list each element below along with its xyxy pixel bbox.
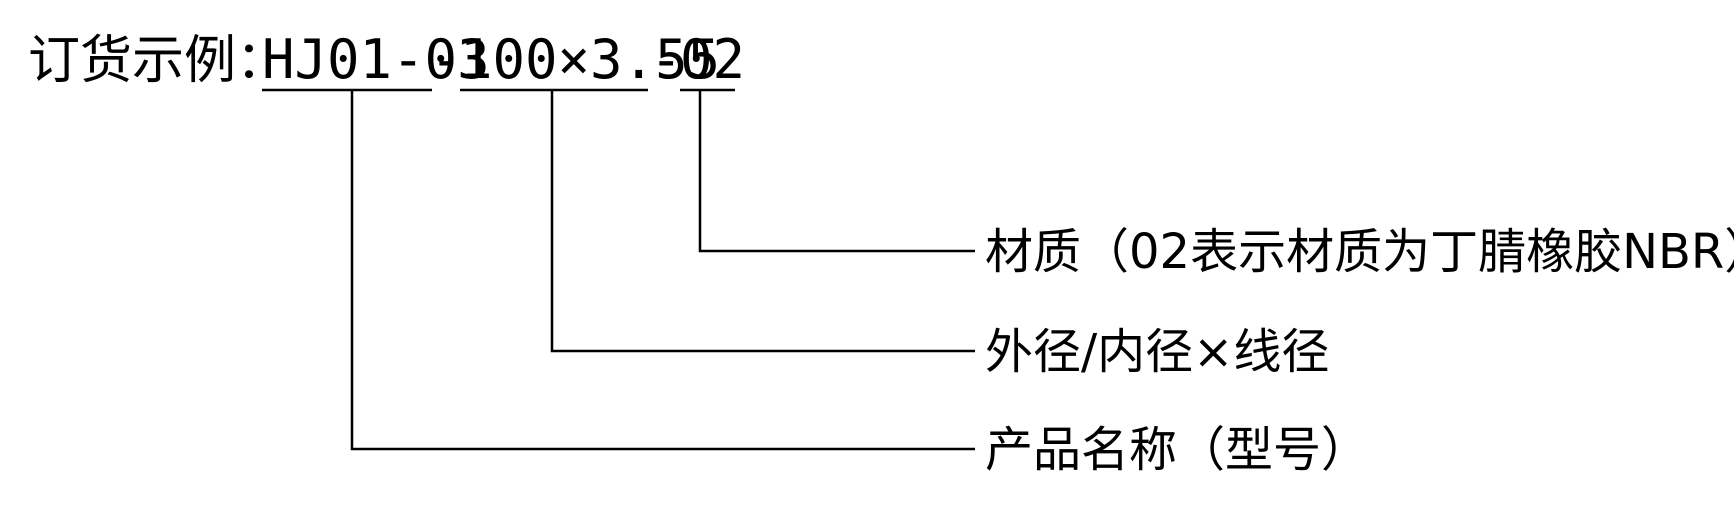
size-code: 100×3.55 (460, 28, 720, 91)
model-code: HJ01-03 (262, 28, 490, 91)
dimensions-label: 外径/内径×线径 (985, 324, 1329, 380)
material-leader-line (698, 90, 975, 253)
separator-1: - (430, 28, 463, 91)
material-code: 02 (680, 28, 745, 91)
product-name-label: 产品名称（型号） (985, 422, 1369, 478)
dimensions-leader-line (550, 90, 975, 353)
order-example-prefix: 订货示例： (28, 31, 288, 91)
product-name-leader-line (350, 90, 975, 451)
separator-2: - (650, 28, 683, 91)
material-label: 材质（02表示材质为丁腈橡胶NBR） (985, 224, 1734, 280)
order-example-line: 订货示例： HJ01-03 - 100×3.55 - 02 (28, 28, 753, 91)
